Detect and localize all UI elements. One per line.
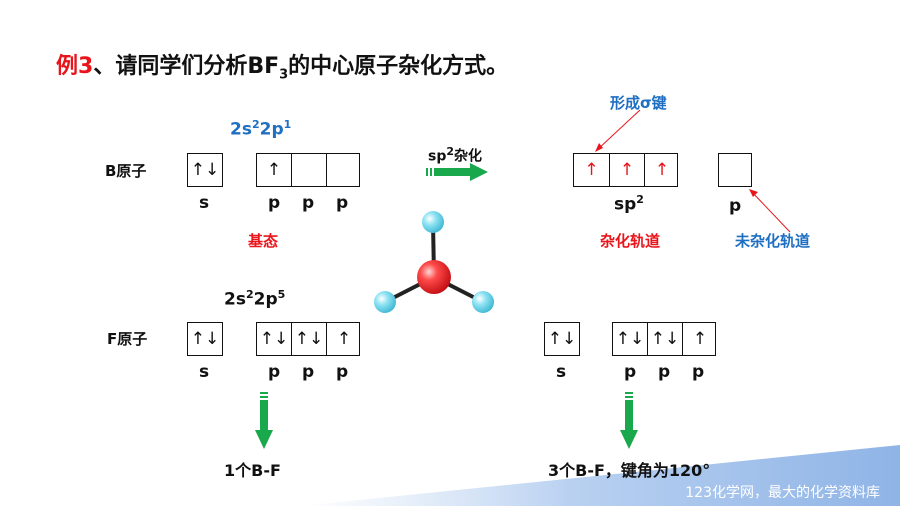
- f-result-label: 1个B-F: [224, 461, 281, 480]
- f2-down-arrow-icon: [620, 392, 638, 449]
- f2-p-orbital-box: ↑↓ ↑↓ ↑: [612, 322, 716, 356]
- b-p2-electrons: [291, 154, 326, 186]
- f-s-electrons: ↑↓: [190, 329, 220, 349]
- b-p1-electrons: ↑: [266, 160, 282, 180]
- b-p-orbital-box: ↑: [256, 153, 360, 187]
- unhybrid-p-orbital-box: [718, 153, 752, 187]
- ground-state-label: 基态: [248, 232, 279, 250]
- f-p1-label: p: [268, 362, 281, 382]
- f2-p3-label: p: [692, 362, 705, 382]
- b-s-label: s: [199, 193, 210, 213]
- f-p3-electrons: ↑: [326, 323, 361, 355]
- f-p-orbital-box: ↑↓ ↑↓ ↑: [256, 322, 360, 356]
- f-s-orbital-box: ↑↓: [187, 322, 223, 356]
- hybridization-arrow-icon: [426, 163, 488, 181]
- b-electron-config: 2s22p1: [230, 118, 292, 140]
- f-atom-right: [472, 291, 494, 313]
- title-text-after: 的中心原子杂化方式。: [288, 54, 509, 79]
- f2-p1-electrons: ↑↓: [615, 329, 645, 349]
- f2-s-orbital-box: ↑↓: [544, 322, 580, 356]
- b-p2-label: p: [302, 193, 315, 213]
- f2-p2-electrons: ↑↓: [647, 323, 682, 355]
- f-electron-config: 2s22p5: [224, 288, 286, 310]
- sigma-bond-note: 形成σ键: [610, 94, 667, 112]
- f2-s-label: s: [556, 362, 567, 382]
- b-atom-label: B原子: [105, 162, 147, 180]
- b-s-electrons: ↑↓: [190, 160, 220, 180]
- title-subscript: 3: [279, 67, 289, 83]
- f2-p2-label: p: [658, 362, 671, 382]
- sp2-2-electron: ↑: [609, 154, 644, 186]
- f-atom-left: [374, 291, 396, 313]
- b-p3-electrons: [326, 154, 361, 186]
- f2-p1-label: p: [624, 362, 637, 382]
- example-number: 例3: [56, 54, 94, 79]
- f-down-arrow-icon: [255, 392, 273, 449]
- unhybrid-orbital-label: 未杂化轨道: [735, 232, 811, 250]
- unhybrid-p-label: p: [729, 196, 742, 216]
- f-atom-label: F原子: [107, 330, 148, 348]
- hybrid-orbital-label: 杂化轨道: [600, 232, 661, 250]
- b-p1-label: p: [268, 193, 281, 213]
- f2-s-electrons: ↑↓: [547, 329, 577, 349]
- bf3-molecule-model: [374, 211, 494, 313]
- f-p2-electrons: ↑↓: [291, 323, 326, 355]
- footer-watermark: 123化学网，最大的化学资料库: [685, 485, 880, 501]
- f-p2-label: p: [302, 362, 315, 382]
- f2-p3-electrons: ↑: [682, 323, 717, 355]
- sp2-orbital-box: ↑ ↑ ↑: [573, 153, 678, 187]
- sp2-3-electron: ↑: [644, 154, 679, 186]
- sp2-label: sp2: [614, 193, 644, 215]
- page-title: 例3、请同学们分析BF3的中心原子杂化方式。: [56, 48, 508, 82]
- f-atom-top: [422, 211, 444, 233]
- title-text-before: 、请同学们分析BF: [93, 54, 280, 79]
- hybridization-label: sp2杂化: [428, 145, 483, 165]
- f-s-label: s: [199, 362, 210, 382]
- b-atom-center: [417, 260, 451, 294]
- f-p1-electrons: ↑↓: [259, 329, 289, 349]
- f2-result-label: 3个B-F，键角为120°: [548, 461, 711, 480]
- sp2-1-electron: ↑: [584, 160, 599, 180]
- f-p3-label: p: [336, 362, 349, 382]
- b-s-orbital-box: ↑↓: [187, 153, 223, 187]
- b-p3-label: p: [336, 193, 349, 213]
